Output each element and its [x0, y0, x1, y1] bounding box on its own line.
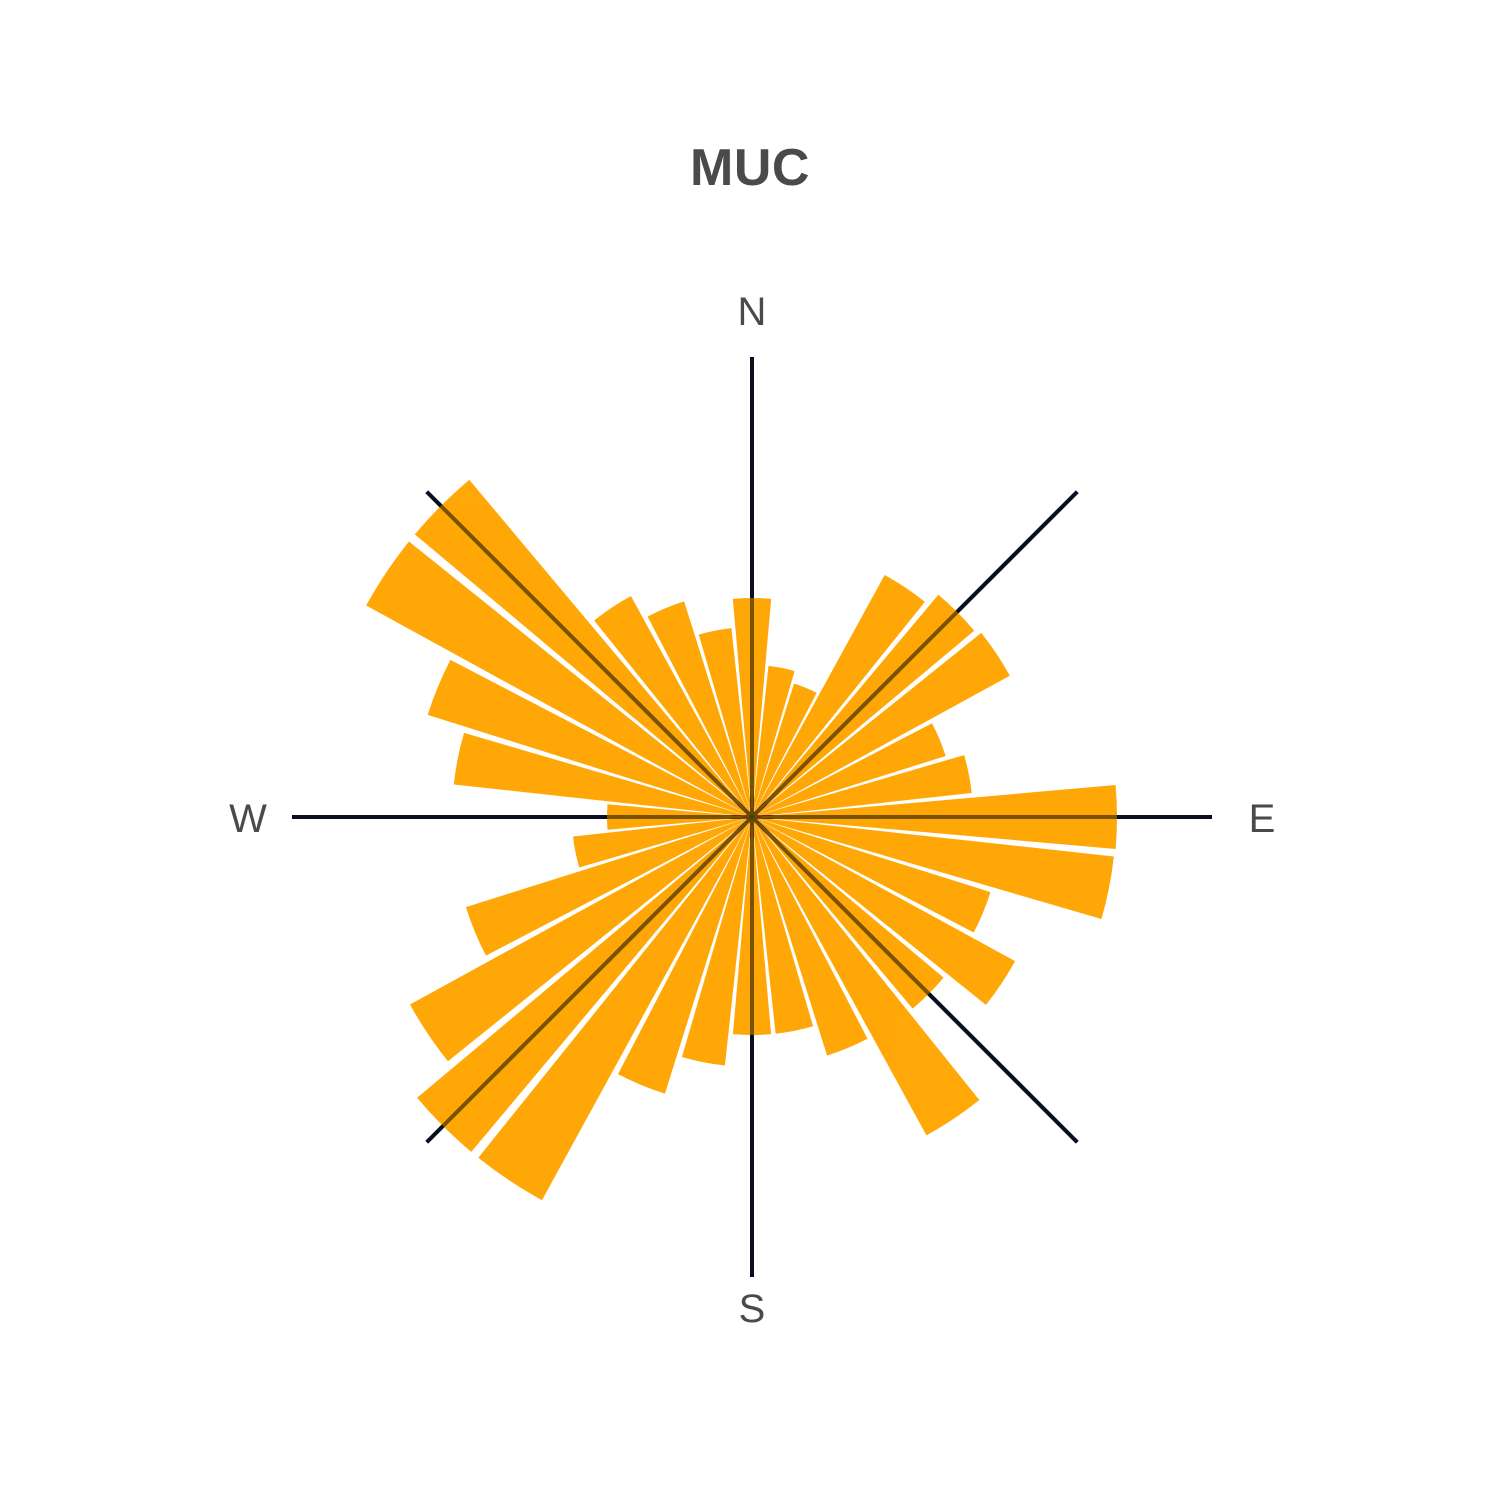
- polar-axis-spoke: [750, 815, 1079, 1144]
- wind-rose-sector: [573, 817, 752, 868]
- polar-axis-spoke: [425, 490, 754, 819]
- wind-rose-sector: [647, 601, 752, 817]
- south-label: S: [739, 1287, 766, 1331]
- wind-rose-sector: [752, 817, 991, 933]
- wind-rose-sector: [465, 817, 752, 956]
- wind-rose-sector: [752, 817, 980, 1136]
- wind-rose-sector: [752, 665, 795, 817]
- wind-rose-sector: [453, 732, 752, 817]
- wind-rose-sector: [698, 628, 752, 817]
- wind-rose-sector: [478, 817, 752, 1201]
- wind-rose-sector: [752, 755, 972, 817]
- wind-rose-sector: [409, 817, 752, 1062]
- wind-rose-sector: [617, 817, 752, 1094]
- wind-rose-sector: [681, 817, 752, 1066]
- wind-rose-sector: [594, 596, 752, 817]
- wind-rose-sector: [752, 817, 868, 1056]
- wind-rose-sector: [752, 723, 946, 817]
- west-label: W: [229, 797, 267, 841]
- wind-rose-sector: [752, 683, 817, 817]
- wind-rose-sector: [427, 659, 752, 817]
- wind-rose-sector: [752, 574, 925, 817]
- wind-rose-sector: [752, 632, 1010, 817]
- page-title: MUC: [690, 139, 810, 197]
- wind-rose-sector: [752, 817, 1114, 920]
- wind-rose-sector: [366, 541, 752, 817]
- east-label: E: [1249, 797, 1276, 841]
- compass-label-group: N E S W: [229, 290, 1275, 1331]
- polar-axis-spoke-overlay-group: [292, 357, 1212, 1277]
- polar-axis-spoke: [425, 815, 754, 1144]
- polar-axis-spoke: [750, 490, 1079, 819]
- wind-rose-sector: [752, 817, 814, 1034]
- north-label: N: [738, 290, 767, 334]
- wind-rose-sector: [752, 817, 1016, 1005]
